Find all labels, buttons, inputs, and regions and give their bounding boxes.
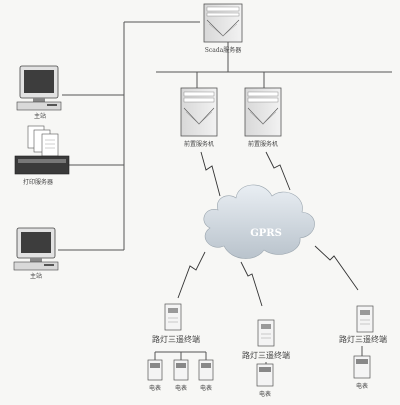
meter-m1: 电表 [256,363,274,398]
terminal-right: 路灯三遥终端 [339,305,387,344]
meter-r1-label: 电表 [356,382,368,390]
terminal-mid-label: 路灯三遥终端 [242,350,290,360]
meter-l2-label: 电表 [175,384,187,392]
meter-l3: 电表 [198,359,214,392]
meter-l1: 电表 [147,359,163,392]
workstation-top-label: 主站 [34,112,46,120]
scada-server: Scada服务器 [203,3,243,54]
meter-r1: 电表 [353,355,371,390]
meter-m1-label: 电表 [259,390,271,398]
terminal-mid: 路灯三遥终端 [242,319,290,360]
terminal-right-label: 路灯三遥终端 [339,334,387,344]
terminal-left: 路灯三遥终端 [152,303,200,344]
cloud-label: GPRS [250,228,282,239]
terminal-left-links [154,351,207,360]
front-server-1: 前置服务机 [180,87,218,148]
workstation-top: 主站 [16,65,62,120]
wireless-links [177,151,359,307]
workstation-bottom: 主站 [13,227,59,280]
gprs-cloud: GPRS [203,184,315,259]
workstation-bottom-label: 主站 [30,272,42,280]
print-server-label: 打印服务器 [23,178,53,186]
meter-l1-label: 电表 [149,384,161,392]
meter-l3-label: 电表 [200,384,212,392]
front-server-1-label: 前置服务机 [184,140,214,148]
terminal-left-label: 路灯三遥终端 [152,334,200,344]
front-server-2: 前置服务机 [244,87,282,148]
print-server: 打印服务器 [14,125,70,186]
front-server-2-label: 前置服务机 [248,140,278,148]
meter-l2: 电表 [173,359,189,392]
scada-server-label: Scada服务器 [205,46,241,54]
backbone-lines [58,21,392,251]
